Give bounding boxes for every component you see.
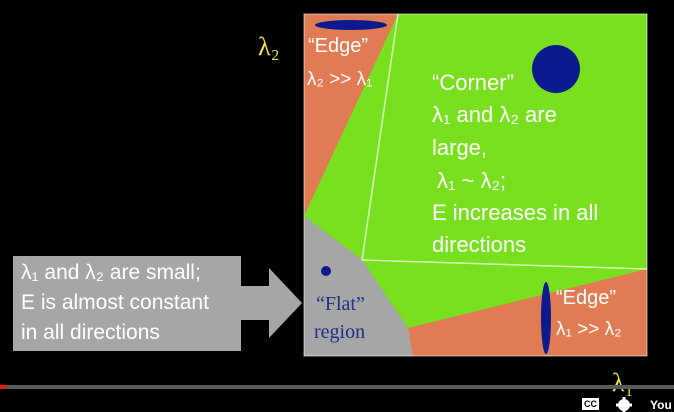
- edge-vertical-ellipse: [541, 282, 551, 354]
- corner-title: “Corner”: [432, 70, 514, 95]
- corner-line-2: large,: [432, 135, 488, 160]
- corner-region: [304, 14, 647, 328]
- gear-icon[interactable]: [616, 397, 632, 412]
- captions-button[interactable]: CC: [582, 398, 599, 410]
- pointer-arrow: [241, 268, 302, 338]
- flat-region: [304, 216, 413, 356]
- plot-border: [303, 13, 648, 357]
- note-line-3: in all directions: [21, 321, 160, 344]
- region-border: [361, 13, 399, 261]
- edge-top-title: “Edge”: [308, 35, 369, 57]
- corner-line-1: λ₁ and λ₂ are: [432, 102, 557, 127]
- video-progress-track[interactable]: [0, 385, 674, 389]
- corner-line-4: E increases in all: [432, 200, 599, 225]
- corner-line-5: directions: [432, 232, 527, 257]
- note-line-1: λ₁ and λ₂ are small;: [21, 261, 201, 284]
- edge-horizontal-ellipse: [315, 20, 387, 30]
- edge-bottom-title: “Edge”: [556, 287, 617, 309]
- y-axis-label: λ₂: [258, 32, 280, 61]
- flat-title: “Flat”: [316, 293, 365, 315]
- x-axis-label: λ₁: [612, 368, 634, 397]
- region-border: [361, 259, 648, 270]
- youtube-brand[interactable]: You: [650, 398, 672, 412]
- flat-subtitle: region: [314, 321, 366, 343]
- note-line-2: E is almost constant: [21, 291, 209, 314]
- corner-line-3: λ₁ ~ λ₂;: [437, 168, 507, 193]
- flat-dot: [321, 266, 331, 276]
- corner-circle: [532, 45, 580, 93]
- edge-bottom-condition: λ₁ >> λ₂: [556, 319, 622, 340]
- edge-top-condition: λ₂ >> λ₁: [307, 69, 373, 90]
- video-progress-fill: [0, 385, 6, 389]
- flat-explanation-box: λ₁ and λ₂ are small; E is almost constan…: [13, 256, 241, 351]
